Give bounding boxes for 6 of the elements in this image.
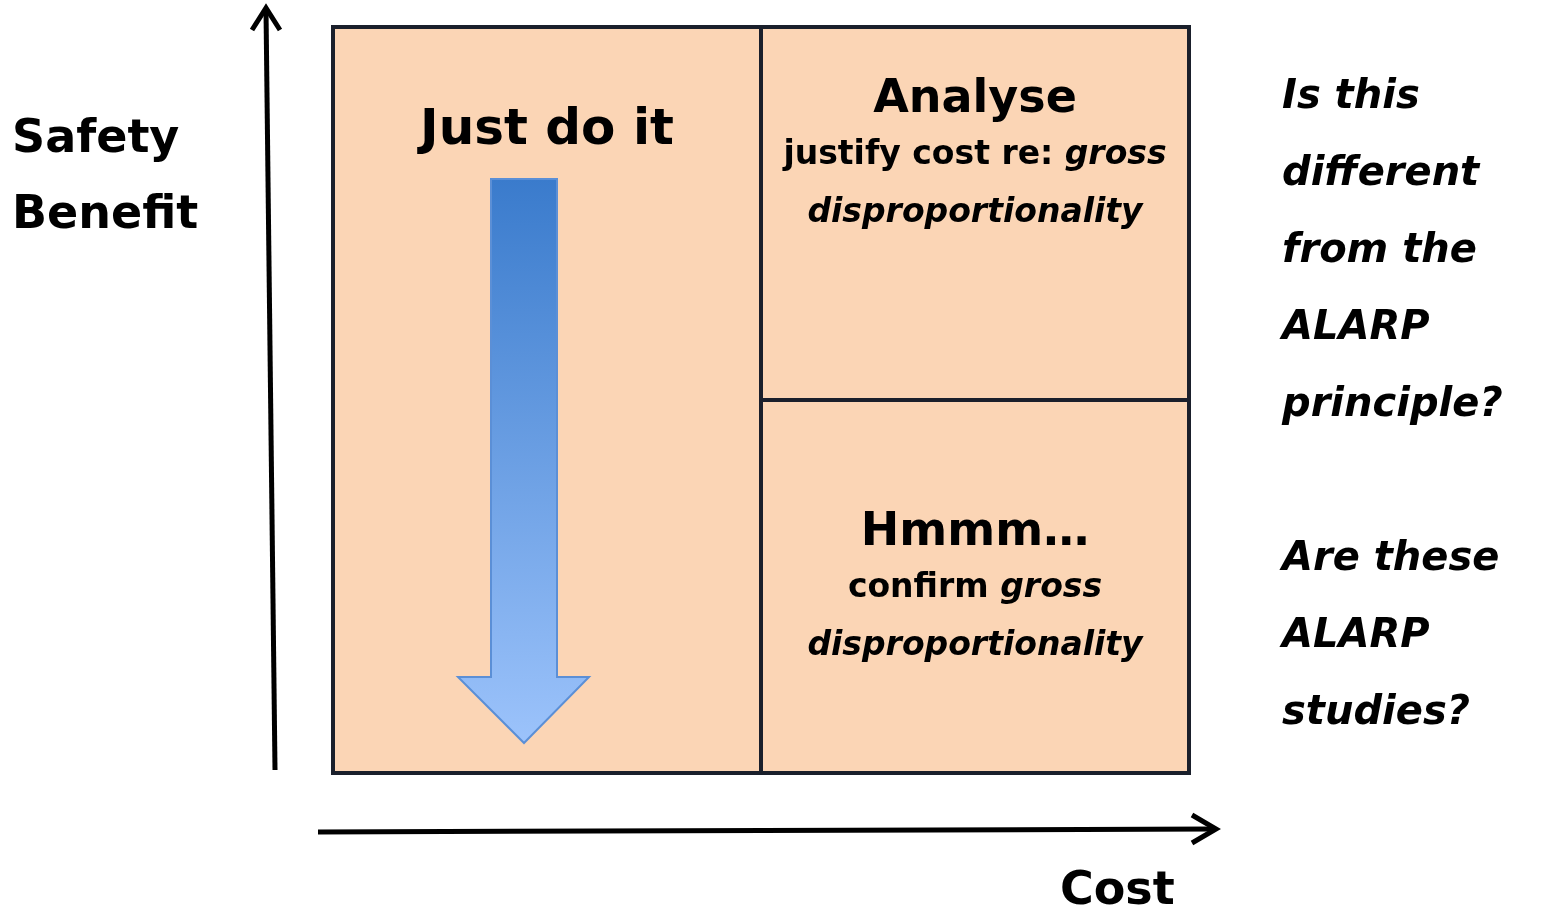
quadrant-text: confirm gross disproportionality	[806, 565, 1145, 666]
quadrant-text: justify cost re: gross disproportionality	[781, 132, 1168, 233]
axis-label: Cost	[1060, 860, 1176, 915]
axis-label: Safety Benefit	[12, 108, 200, 241]
quadrant-title: Hmmm…	[860, 502, 1090, 558]
quadrant-title: Analyse	[873, 69, 1077, 125]
